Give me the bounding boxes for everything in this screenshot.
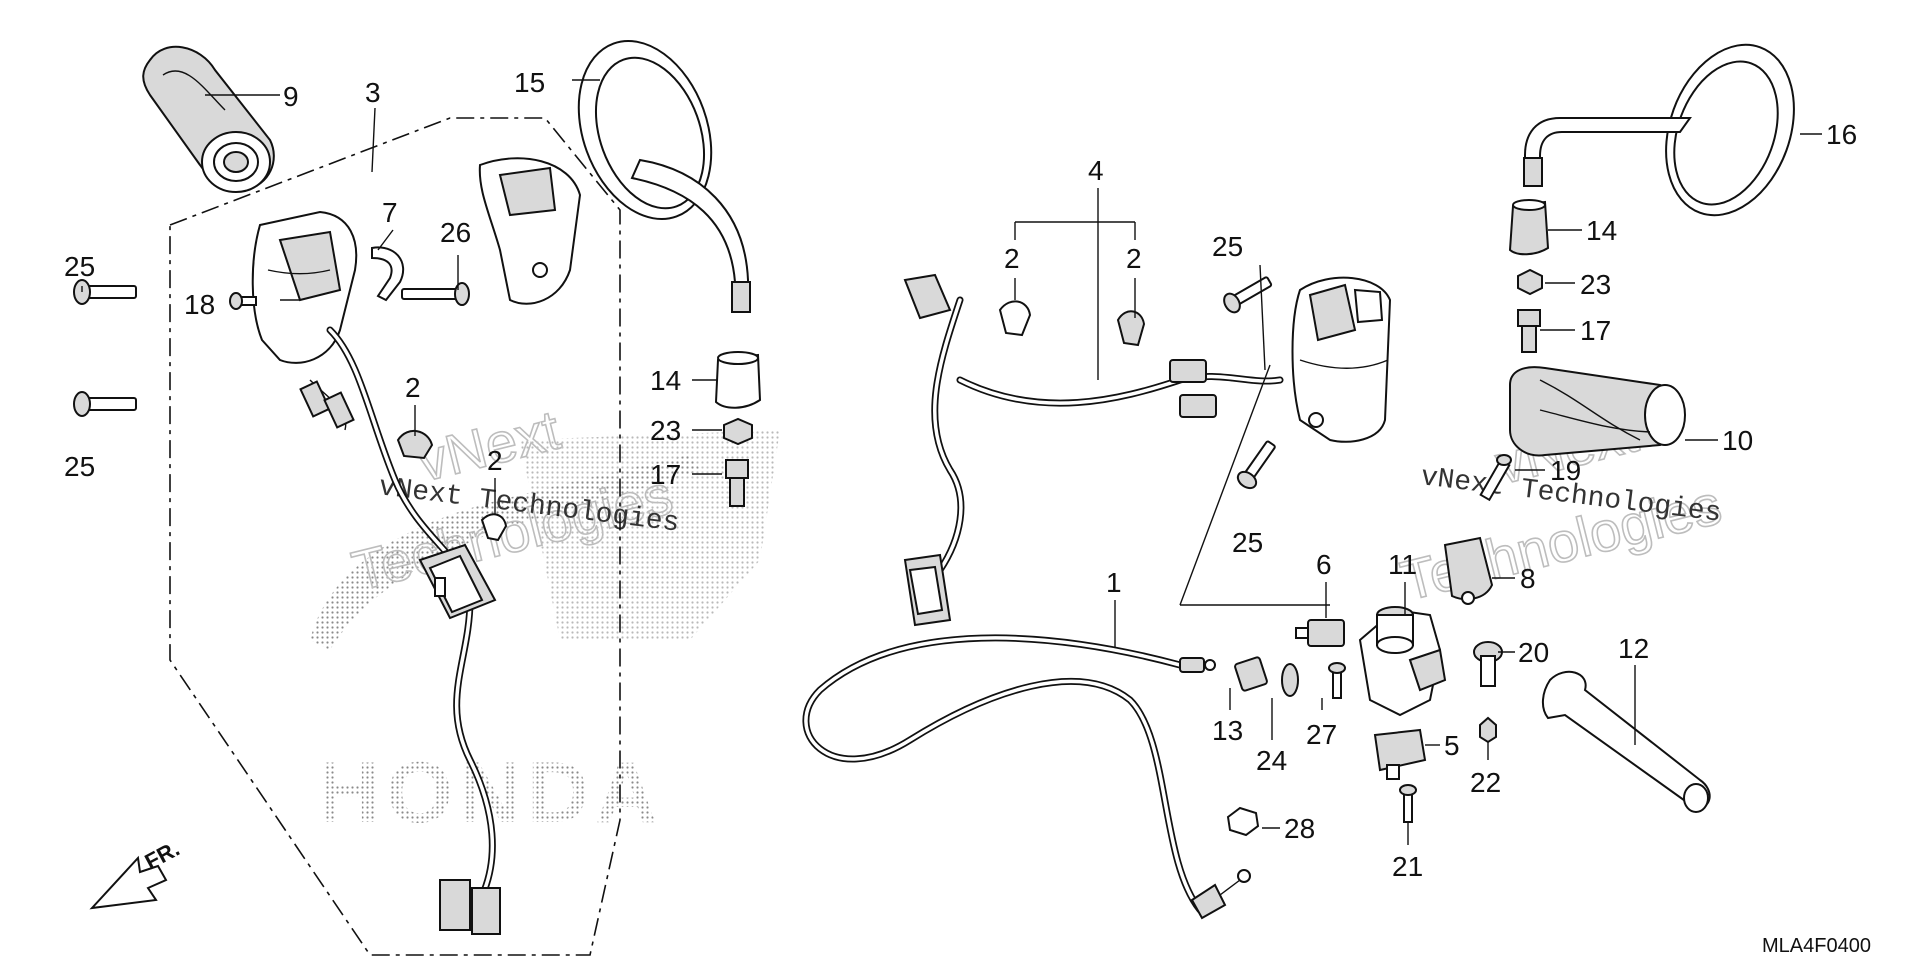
callout-17-right: 17 — [1580, 315, 1611, 346]
callout-14-left: 14 — [650, 365, 681, 396]
callout-20: 20 — [1518, 637, 1549, 668]
callout-25-right-upper: 25 — [1212, 231, 1243, 262]
left-switch-screw-26 — [401, 282, 470, 306]
left-mirror-nut — [723, 417, 753, 446]
callout-21: 21 — [1392, 851, 1423, 882]
right-mirror — [1523, 43, 1795, 217]
right-clip-2c — [998, 300, 1032, 337]
clutch-cable — [802, 634, 1251, 920]
left-mirror — [577, 39, 751, 313]
callout-18: 18 — [184, 289, 215, 320]
clutch-lever — [1542, 670, 1711, 813]
pivot-nut-22 — [1479, 716, 1497, 744]
left-mirror-adapter — [725, 459, 749, 507]
left-mirror-cap — [714, 351, 762, 409]
callout-16: 16 — [1826, 119, 1857, 150]
left-switch-assembly-box — [169, 117, 621, 956]
callout-28: 28 — [1284, 813, 1315, 844]
right-mirror-nut — [1517, 268, 1543, 296]
callout-8: 8 — [1520, 563, 1536, 594]
left-switch-housing-lower — [478, 157, 582, 305]
right-clip-2d — [1116, 310, 1146, 347]
right-mirror-cap — [1508, 199, 1550, 256]
callout-25-left-lower: 25 — [64, 451, 95, 482]
callout-2-left-lower: 2 — [487, 445, 503, 476]
diagram-code: MLA4F0400 — [1762, 935, 1871, 957]
callout-2-right-right: 2 — [1126, 243, 1142, 274]
callout-1: 1 — [1106, 567, 1122, 598]
callouts: 9 3 15 7 26 25 18 25 2 2 14 23 17 4 2 2 … — [64, 67, 1857, 882]
cable-nut-28 — [1226, 806, 1260, 837]
left-screw-25-lower — [73, 391, 137, 417]
callout-24: 24 — [1256, 745, 1287, 776]
callout-7: 7 — [382, 197, 398, 228]
left-clip-2b — [480, 513, 508, 542]
assembly-reference-lines — [1179, 264, 1330, 606]
callout-13: 13 — [1212, 715, 1243, 746]
callout-27: 27 — [1306, 719, 1337, 750]
callout-23-right: 23 — [1580, 269, 1611, 300]
leader-lines — [81, 79, 1822, 845]
right-switch-housing — [1291, 276, 1392, 443]
cable-adjuster — [1234, 656, 1268, 692]
screw-27 — [1328, 662, 1346, 699]
callout-23-left: 23 — [650, 415, 681, 446]
lever-bracket — [1358, 606, 1447, 717]
front-direction-arrow: FR. — [89, 836, 184, 910]
lever-pivot-bolt — [1473, 641, 1503, 687]
callout-3: 3 — [365, 77, 381, 108]
left-switch-clip — [371, 246, 405, 302]
callout-10: 10 — [1722, 425, 1753, 456]
callout-17-left: 17 — [650, 459, 681, 490]
callout-25-left-upper: 25 — [64, 251, 95, 282]
left-switch-harness — [299, 326, 501, 935]
callout-25-right-lower: 25 — [1232, 527, 1263, 558]
callout-12: 12 — [1618, 633, 1649, 664]
callout-22: 22 — [1470, 767, 1501, 798]
right-switch-harness — [903, 273, 1284, 627]
left-clip-2a — [396, 430, 434, 460]
right-throttle-grip — [1509, 366, 1686, 457]
callout-19: 19 — [1550, 455, 1581, 486]
callout-11: 11 — [1388, 549, 1417, 580]
left-grip — [142, 45, 275, 193]
callout-6: 6 — [1316, 549, 1332, 580]
callout-9: 9 — [283, 81, 299, 112]
lever-switch-cover — [1443, 536, 1494, 605]
adjuster-lock-nut — [1281, 663, 1299, 697]
callout-2-right-left: 2 — [1004, 243, 1020, 274]
callout-15: 15 — [514, 67, 545, 98]
right-screw-25-upper — [1223, 276, 1273, 314]
callout-2-left-upper: 2 — [405, 372, 421, 403]
left-screw-18 — [229, 292, 257, 310]
screw-21 — [1399, 784, 1417, 823]
left-switch-housing-upper — [251, 210, 358, 364]
right-mirror-adapter — [1517, 309, 1541, 353]
front-stop-switch-5 — [1373, 728, 1427, 780]
callout-4: 4 — [1088, 155, 1104, 186]
callout-14-right: 14 — [1586, 215, 1617, 246]
callout-26: 26 — [440, 217, 471, 248]
callout-5: 5 — [1444, 730, 1460, 761]
clutch-switch-6 — [1295, 619, 1345, 647]
right-screw-25-lower — [1236, 440, 1276, 490]
right-screw-19 — [1479, 454, 1512, 502]
left-screw-25-upper — [73, 279, 137, 305]
